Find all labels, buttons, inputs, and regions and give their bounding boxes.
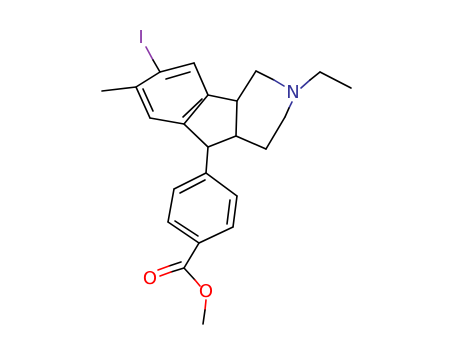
fused-benzene-ring xyxy=(135,62,209,125)
nitrogen-atom-label: N xyxy=(286,82,299,103)
ester-group xyxy=(157,242,207,325)
phenyl-ring xyxy=(167,172,238,244)
carbonyl-oxygen-label: O xyxy=(143,268,157,289)
ester-oxygen-label: O xyxy=(199,281,213,302)
five-membered-ring xyxy=(183,94,238,148)
aryl-link-bond xyxy=(205,146,209,174)
piperidine-ring xyxy=(235,70,293,150)
iodine-atom-label: I xyxy=(138,27,143,48)
iodine-bond xyxy=(145,46,161,73)
methyl-bond xyxy=(101,86,137,92)
ethyl-group xyxy=(300,71,352,89)
